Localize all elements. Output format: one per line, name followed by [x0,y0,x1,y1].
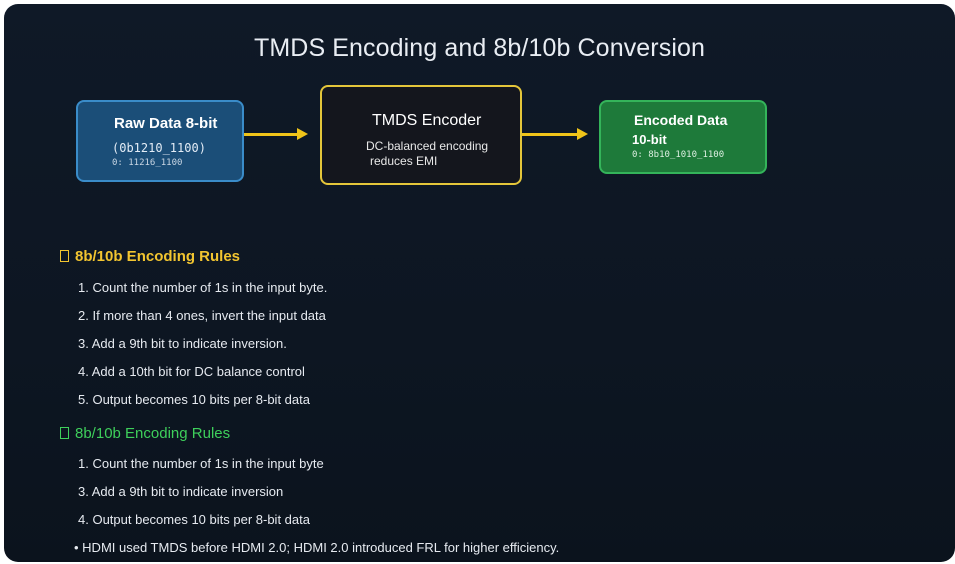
arrow-encoder-to-output [522,128,588,140]
encoder-title: TMDS Encoder [372,112,482,129]
encoded-data-box: Encoded Data 10-bit 0: 8b10_1010_1100 [599,100,767,174]
box-icon [60,250,69,262]
rule-item: 4. Add a 10th bit for DC balance control [78,364,305,379]
raw-data-title: Raw Data 8-bit [114,115,218,132]
rules-heading-1: 8b/10b Encoding Rules [60,248,240,265]
encoded-data-title: Encoded Data [634,112,728,128]
encoded-data-binary: 0: 8b10_1010_1100 [632,150,725,160]
raw-data-value: (0b1210_1100) [112,141,206,155]
diagram-title: TMDS Encoding and 8b/10b Conversion [254,34,705,62]
rule-item: 4. Output becomes 10 bits per 8-bit data [78,512,310,527]
diagram-panel: TMDS Encoding and 8b/10b Conversion Raw … [4,4,955,562]
encoder-desc-line2: reduces EMI [370,154,438,168]
raw-data-binary: 0: 11216_1100 [112,158,183,168]
rules-heading-2-text: 8b/10b Encoding Rules [75,425,231,442]
rule-item: 3. Add a 9th bit to indicate inversion [78,484,284,499]
rule-item: 1. Count the number of 1s in the input b… [78,280,328,295]
box-icon [60,427,69,439]
rule-item: 3. Add a 9th bit to indicate inversion. [78,336,287,351]
encoded-data-width: 10-bit [632,132,667,147]
raw-data-box: Raw Data 8-bit (0b1210_1100) 0: 11216_11… [76,100,244,182]
arrow-raw-to-encoder [244,128,308,140]
rules-heading-2: 8b/10b Encoding Rules [60,425,230,442]
rule-item: 5. Output becomes 10 bits per 8-bit data [78,392,310,407]
encoder-desc-line1: DC-balanced encoding [366,139,489,153]
rules-heading-1-text: 8b/10b Encoding Rules [75,248,241,265]
rule-item: 1. Count the number of 1s in the input b… [78,456,324,471]
hdmi-note: • HDMI used TMDS before HDMI 2.0; HDMI 2… [74,540,560,555]
rule-item: 2. If more than 4 ones, invert the input… [78,308,326,323]
tmds-encoder-box: TMDS Encoder DC-balanced encoding reduce… [320,85,522,185]
